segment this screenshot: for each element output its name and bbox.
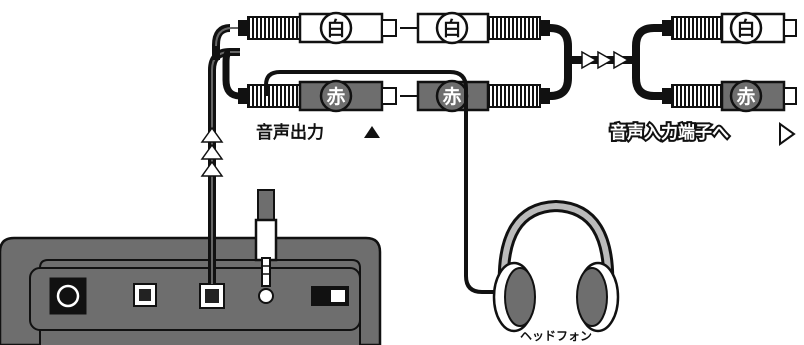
headphones-label: ヘッドフォン <box>520 329 592 343</box>
rca-plug-white-left <box>238 11 397 45</box>
signal-direction-arrows-right <box>581 50 630 70</box>
audio-in-cable <box>549 24 664 100</box>
plug-label-red-middle: 赤 <box>442 86 461 108</box>
signal-direction-arrows-up <box>200 126 224 177</box>
rca-plug-red-left <box>238 79 397 113</box>
plug-label-red-right: 赤 <box>736 86 755 108</box>
rca-plug-red-middle <box>400 79 550 113</box>
audio-out-label: 音声出力 <box>256 122 324 143</box>
headphones-icon <box>492 199 620 333</box>
audio-in-label: 音声入力端子へ <box>610 122 729 143</box>
rca-plug-red-right <box>662 79 797 113</box>
headphone-cable <box>254 70 500 294</box>
rca-plug-white-middle <box>400 11 550 45</box>
right-triangle-icon <box>779 122 796 146</box>
audio-out-cable <box>200 24 241 284</box>
audio-device <box>0 236 382 345</box>
rca-plug-white-right <box>662 11 797 45</box>
plug-label-white-middle: 白 <box>442 17 461 40</box>
plug-label-white-left: 白 <box>326 17 345 40</box>
up-triangle-icon <box>364 126 380 138</box>
device-headphone-jack <box>258 288 274 304</box>
plug-label-white-right: 白 <box>736 17 755 40</box>
plug-label-red-left: 赤 <box>326 86 345 108</box>
